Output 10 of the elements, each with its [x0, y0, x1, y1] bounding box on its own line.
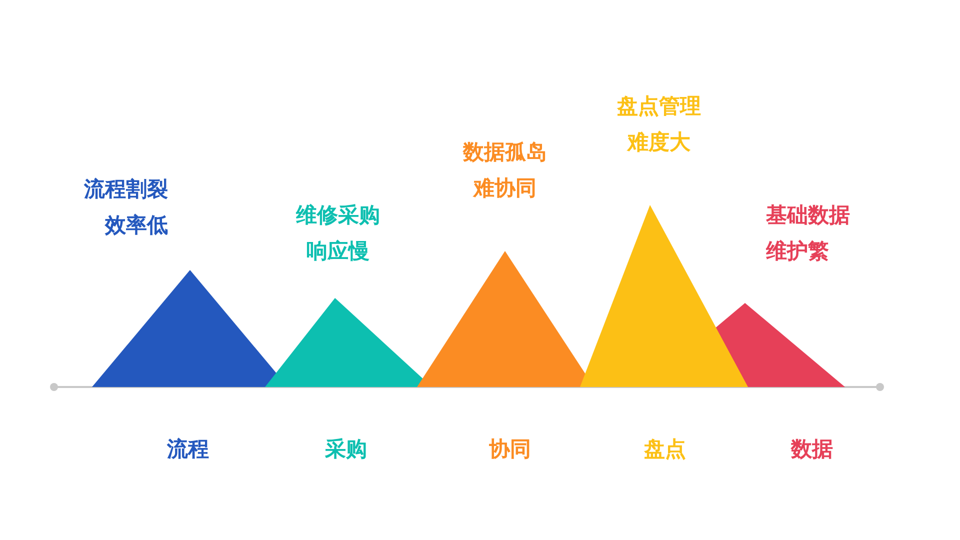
peak-caption: 维修采购响应慢 [294, 202, 381, 265]
category-label: 协同 [489, 436, 531, 463]
peak-caption: 盘点管理难度大 [616, 93, 702, 156]
category-label: 数据 [791, 436, 833, 463]
peak-caption: 数据孤岛难协同 [462, 139, 548, 202]
peak-caption: 流程割裂效率低 [82, 176, 168, 239]
category-label: 盘点 [644, 436, 686, 463]
category-label: 采购 [325, 436, 367, 463]
category-label: 流程 [167, 436, 209, 463]
peak-caption: 基础数据维护繁 [766, 202, 851, 265]
